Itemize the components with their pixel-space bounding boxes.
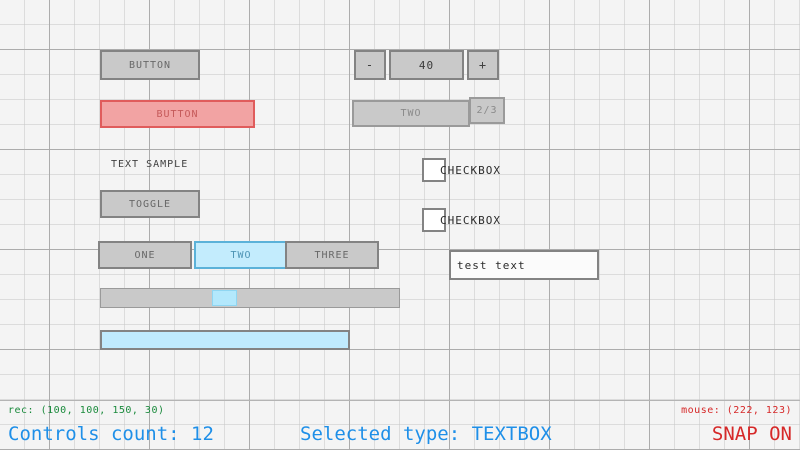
dropdown-pager[interactable]: 2/3 (469, 97, 505, 124)
toggle-button-label: TOGGLE (128, 198, 172, 210)
status-rec-text: rec: (100, 100, 150, 30) (8, 405, 165, 416)
toggle-group-item-three[interactable]: THREE (285, 241, 379, 269)
toggle-group-item-two[interactable]: TWO (194, 241, 288, 269)
status-snap-text: SNAP ON (711, 423, 792, 445)
status-mouse-text: mouse: (222, 123) (681, 405, 792, 416)
spinner-decrement-button[interactable]: - (354, 50, 386, 80)
dropdown-selected-label: TWO (400, 108, 422, 119)
dropdown-pager-label: 2/3 (476, 105, 498, 116)
status-mouse: mouse: (222, 123) (681, 405, 792, 416)
checkbox-2-label-text: CHECKBOX (440, 213, 501, 227)
status-controls-count: Controls count: 12 (8, 423, 214, 445)
button-default[interactable]: BUTTON (100, 50, 200, 80)
status-selected-type: Selected type: TEXTBOX (300, 423, 552, 445)
text-sample-label: TEXT SAMPLE (111, 155, 251, 173)
progress-bar[interactable] (100, 330, 350, 350)
status-divider (0, 400, 800, 401)
toggle-group-item-one-label: ONE (134, 249, 156, 261)
status-rec: rec: (100, 100, 150, 30) (8, 405, 165, 416)
spinner-value-label: 40 (418, 58, 435, 72)
status-snap: SNAP ON (712, 423, 792, 445)
textbox-value: test text (457, 258, 526, 272)
button-focused[interactable]: BUTTON (100, 100, 255, 128)
button-default-label: BUTTON (128, 59, 172, 71)
textbox[interactable]: test text (449, 250, 599, 280)
checkbox-1-label-text: CHECKBOX (440, 163, 501, 177)
spinner-increment-button[interactable]: + (467, 50, 499, 80)
status-selected-type-text: Selected type: TEXTBOX (300, 423, 552, 445)
toggle-button[interactable]: TOGGLE (100, 190, 200, 218)
toggle-group-item-two-label: TWO (230, 249, 252, 261)
slider-handle[interactable] (212, 290, 237, 306)
checkbox-2[interactable] (422, 208, 446, 232)
spinner-decrement-label: - (365, 58, 375, 72)
slider[interactable] (100, 288, 400, 308)
checkbox-1[interactable] (422, 158, 446, 182)
toggle-group-item-three-label: THREE (314, 249, 350, 261)
dropdown-box[interactable]: TWO (352, 100, 470, 127)
spinner-value[interactable]: 40 (389, 50, 464, 80)
progress-bar-fill (102, 332, 348, 348)
checkbox-2-label: CHECKBOX (440, 211, 520, 229)
checkbox-1-label: CHECKBOX (440, 161, 520, 179)
text-sample-value: TEXT SAMPLE (111, 158, 189, 170)
spinner-increment-label: + (478, 58, 488, 72)
status-controls-count-text: Controls count: 12 (8, 423, 214, 445)
button-focused-label: BUTTON (156, 108, 199, 120)
toggle-group-item-one[interactable]: ONE (98, 241, 192, 269)
